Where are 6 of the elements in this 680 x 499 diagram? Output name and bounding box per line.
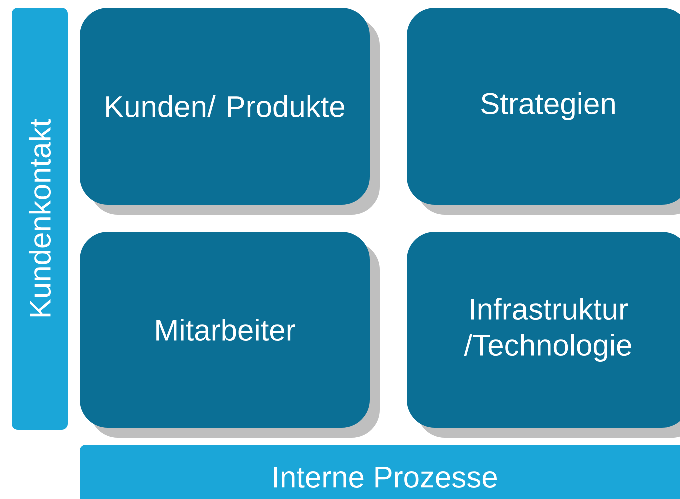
- rounded-box: Infrastruktur /Technologie: [407, 232, 680, 438]
- rounded-box: Strategien: [407, 8, 680, 215]
- vertical-bar: Kundenkontakt: [12, 8, 68, 430]
- rounded-box: Kunden/ Produkte: [80, 8, 380, 215]
- rounded-box: Mitarbeiter: [80, 232, 380, 438]
- horizontal-bar: Interne Prozesse: [80, 445, 680, 499]
